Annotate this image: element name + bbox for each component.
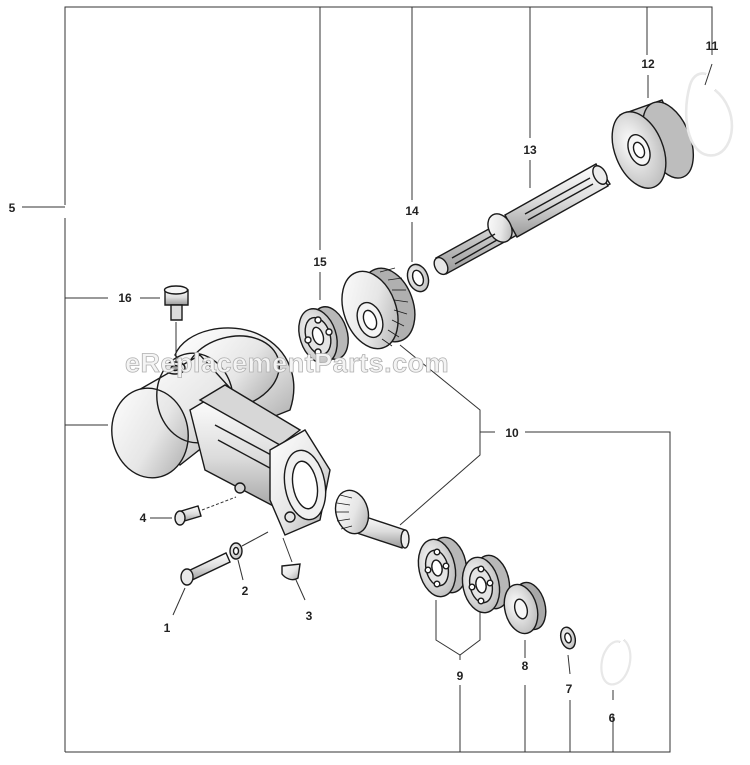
part-8-seal xyxy=(503,581,547,635)
leader-lines xyxy=(22,6,713,753)
part-10-gear-large xyxy=(341,267,416,350)
callout-2: 2 xyxy=(242,584,249,598)
part-13-shaft xyxy=(433,163,611,276)
callout-6: 6 xyxy=(609,711,616,725)
part-15-bearing xyxy=(298,306,349,364)
callout-3: 3 xyxy=(306,609,313,623)
part-6-snap-ring xyxy=(600,639,632,686)
part-16-bolt xyxy=(163,285,189,362)
part-9-bearing-a xyxy=(417,536,468,598)
part-14-washer xyxy=(406,263,430,293)
callout-14: 14 xyxy=(405,204,419,218)
callout-13: 13 xyxy=(523,143,537,157)
part-11-snap-ring xyxy=(684,72,734,157)
callout-9: 9 xyxy=(457,669,464,683)
part-4-screw xyxy=(174,496,237,526)
callout-11: 11 xyxy=(706,39,719,53)
callout-16: 16 xyxy=(118,291,132,305)
callout-8: 8 xyxy=(522,659,529,673)
part-7-washer xyxy=(559,626,577,650)
part-3-clip xyxy=(281,563,301,581)
callout-10: 10 xyxy=(505,426,519,440)
callout-7: 7 xyxy=(566,682,573,696)
callout-labels: 1 2 3 4 5 6 7 8 9 10 11 12 13 14 15 16 xyxy=(9,39,719,725)
callout-4: 4 xyxy=(140,511,147,525)
part-2-washer xyxy=(229,542,243,560)
part-5-gear-housing xyxy=(111,327,331,536)
callout-5: 5 xyxy=(9,201,16,215)
part-9-bearing-b xyxy=(461,554,511,614)
part-12-bearing xyxy=(611,99,695,189)
part-10-pinion-gear xyxy=(334,489,410,549)
callout-12: 12 xyxy=(641,57,655,71)
part-1-bolt xyxy=(180,552,231,586)
callout-15: 15 xyxy=(313,255,327,269)
callout-1: 1 xyxy=(164,621,171,635)
watermark-text: eReplacementParts.com xyxy=(125,348,449,378)
